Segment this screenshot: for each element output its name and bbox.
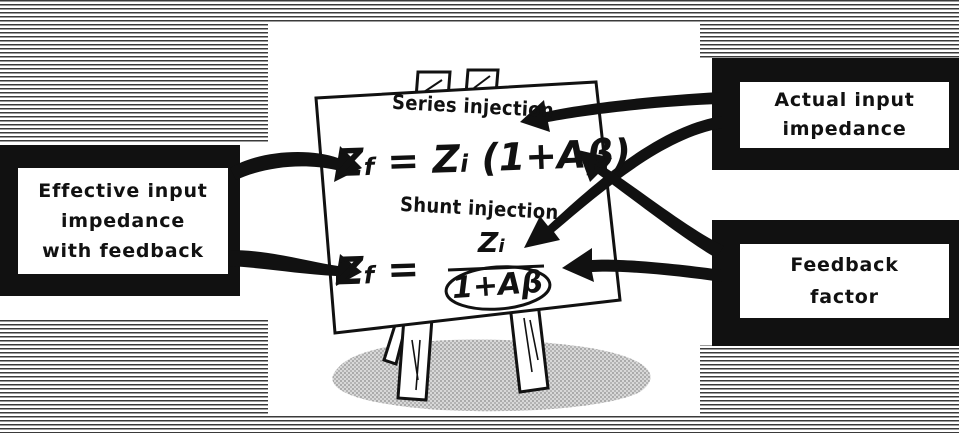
feedback-line-1: Feedback [790,254,899,276]
effective-line-1: Effective input [38,180,208,202]
feedback-factor-label: Feedback factor [740,244,949,318]
actual-line-2: impedance [782,118,907,140]
arrow-actual-to-shunt [524,116,722,248]
shunt-lhs: Z [335,248,365,294]
arrow-effective-to-series [230,146,362,182]
series-lhs-sub: f [363,152,375,182]
shunt-denominator: 1+Aβ [450,264,544,307]
shunt-num-sub: i [498,236,505,257]
arrow-feedback-to-series [578,150,724,258]
arrow-effective-to-shunt [230,250,362,286]
series-factor: (1+Aβ) [480,130,632,181]
arrow-feedback-to-shunt [562,248,722,282]
series-rhs: Z [431,136,461,182]
effective-line-3: with feedback [42,240,204,262]
easel-board [314,80,622,335]
effective-input-label: Effective input impedance with feedback [18,168,228,274]
feedback-line-2: factor [810,286,879,308]
series-lhs: Z [335,140,365,186]
actual-line-1: Actual input [774,89,915,111]
series-rhs-sub: i [459,149,469,178]
arrow-actual-to-series [520,92,720,132]
shunt-equals: = [386,246,420,292]
shunt-numerator: Zi [478,226,504,259]
shunt-num-z: Z [478,226,499,259]
shunt-lhs-sub: f [363,261,375,290]
arrows [230,92,724,286]
actual-input-label: Actual input impedance [740,82,949,148]
effective-line-2: impedance [60,210,186,232]
ground-shadow [332,339,651,412]
series-equals: = [386,138,420,184]
easel [382,68,550,402]
denominator-oval [444,265,552,311]
shunt-equation-lhs: Zf = [335,247,420,294]
